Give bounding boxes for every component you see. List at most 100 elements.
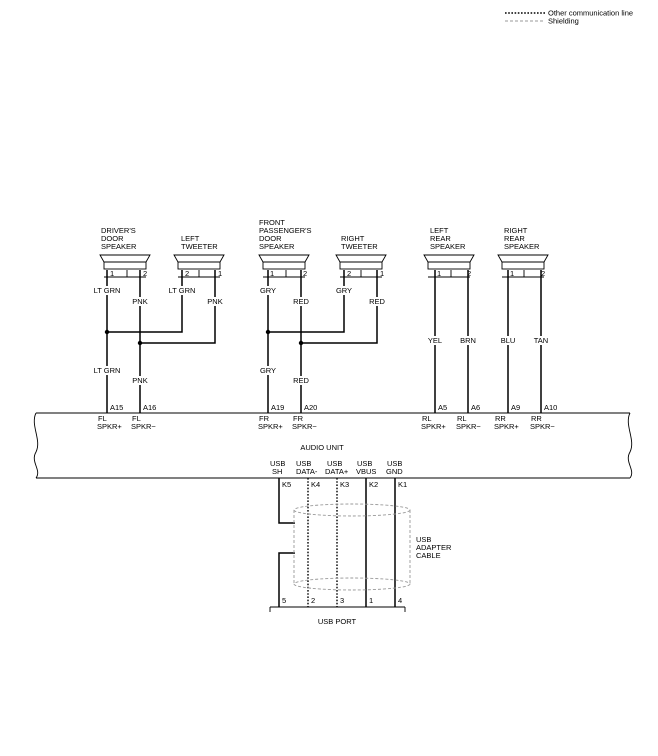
wire-color-label: PNK [132, 297, 147, 306]
wire-right-tweeter-minus [301, 270, 378, 344]
speaker-pin: 2 [541, 269, 545, 278]
usb-pin-labels: USB SH USB DATA- USB DATA+ USB VBUS USB … [270, 459, 403, 476]
audio-pin-label: RL [457, 414, 467, 423]
legend-shielding-label: Shielding [548, 17, 579, 26]
audio-pin-label: SPKR+ [97, 422, 122, 431]
usb-port-pin-number: 1 [369, 596, 373, 605]
wire-usb-shield-upper [278, 478, 295, 524]
audio-pin-label: RL [422, 414, 432, 423]
audio-pin-label: SPKR− [530, 422, 555, 431]
usb-port-title: USB PORT [318, 617, 357, 626]
wire-color-label: GRY [260, 286, 276, 295]
wire-color-label: PNK [132, 376, 147, 385]
wire-color-label: LT GRN [94, 286, 121, 295]
junction-dot [265, 329, 271, 335]
usb-pin-label: USB [270, 459, 285, 468]
speaker-pin: 1 [380, 269, 384, 278]
speaker-front-passenger-door-label-1: FRONT [259, 218, 285, 227]
usb-pin-numbers: K5 K4 K3 K2 K1 [282, 480, 407, 489]
usb-pin-number: K2 [369, 480, 378, 489]
usb-port-pin-number: 5 [282, 596, 286, 605]
wire-color-label: LT GRN [94, 366, 121, 375]
speaker-pin: 2 [143, 269, 147, 278]
wire-color-label: BLU [501, 336, 516, 345]
speaker-left-tweeter-icon [173, 254, 225, 278]
speaker-right-rear-icon [497, 254, 549, 278]
audio-pin-number: A15 [110, 403, 123, 412]
audio-pin-label: SPKR− [131, 422, 156, 431]
speaker-pin: 2 [347, 269, 351, 278]
usb-pin-number: K5 [282, 480, 291, 489]
speaker-pin: 1 [110, 269, 114, 278]
junction-dot [298, 340, 304, 346]
usb-pin-label: USB [387, 459, 402, 468]
speaker-pin-numbers: 1 2 2 1 1 2 2 1 1 2 1 2 [110, 269, 545, 278]
speaker-driver-door-label-3: SPEAKER [101, 242, 137, 251]
audio-pin-number: A10 [544, 403, 557, 412]
audio-pin-number: A20 [304, 403, 317, 412]
audio-pin-number: A5 [438, 403, 447, 412]
audio-pin-number: A6 [471, 403, 480, 412]
audio-pin-label: SPKR+ [421, 422, 446, 431]
usb-pin-label: GND [386, 467, 403, 476]
usb-pin-label: USB [327, 459, 342, 468]
usb-pin-number: K4 [311, 480, 320, 489]
usb-pin-label: SH [272, 467, 282, 476]
speaker-pin: 2 [467, 269, 471, 278]
audio-pin-label: RR [495, 414, 506, 423]
wire-color-label: GRY [260, 366, 276, 375]
speaker-front-passenger-door-label-3: DOOR [259, 234, 282, 243]
wire-color-labels-lower: LT GRN PNK GRY RED YEL BRN BLU TAN [92, 336, 551, 385]
speaker-right-rear-label-2: REAR [504, 234, 525, 243]
speaker-pin: 1 [437, 269, 441, 278]
audio-pin-label: SPKR+ [494, 422, 519, 431]
audio-pin-number: A19 [271, 403, 284, 412]
usb-cable-label: USB ADAPTER CABLE [416, 535, 452, 560]
wire-color-label: TAN [534, 336, 548, 345]
usb-port-pin-number: 4 [398, 596, 402, 605]
usb-cable-label-line: CABLE [416, 551, 441, 560]
speaker-right-tweeter-icon [335, 254, 387, 278]
speaker-left-rear-label-2: REAR [430, 234, 451, 243]
wire-color-labels-upper: LT GRN PNK LT GRN PNK GRY RED GRY RED [92, 286, 387, 306]
legend-communication-label: Other communication line [548, 9, 633, 18]
speaker-right-rear-label-1: RIGHT [504, 226, 528, 235]
speaker-pin: 2 [185, 269, 189, 278]
audio-pin-label: FL [98, 414, 107, 423]
junction-dot [137, 340, 143, 346]
speaker-left-rear-label-3: SPEAKER [430, 242, 466, 251]
audio-pin-label: SPKR− [292, 422, 317, 431]
speaker-driver-door-icon [99, 254, 151, 278]
audio-unit-box [33, 412, 633, 479]
speaker-left-tweeter-label-1: LEFT [181, 234, 200, 243]
wire-color-label: GRY [336, 286, 352, 295]
speaker-pin: 1 [510, 269, 514, 278]
usb-port-pin-number: 2 [311, 596, 315, 605]
wire-color-label: PNK [207, 297, 222, 306]
speaker-pin: 2 [303, 269, 307, 278]
speaker-left-rear-label-1: LEFT [430, 226, 449, 235]
usb-wires [278, 478, 396, 607]
audio-pin-label: RR [531, 414, 542, 423]
wire-usb-shield-lower [278, 552, 295, 607]
junctions [104, 329, 304, 346]
speaker-driver-door-label-2: DOOR [101, 234, 124, 243]
speaker-front-passenger-door-label-4: SPEAKER [259, 242, 295, 251]
speaker-right-tweeter-label-2: TWEETER [341, 242, 378, 251]
speaker-left-tweeter-label-2: TWEETER [181, 242, 218, 251]
usb-port-pin-number: 3 [340, 596, 344, 605]
wire-color-label: LT GRN [169, 286, 196, 295]
audio-unit-pin-labels: FL SPKR+ FL SPKR− FR SPKR+ FR SPKR− RL S… [97, 414, 555, 431]
legend: Other communication line Shielding [505, 9, 633, 26]
speaker-pin: 1 [218, 269, 222, 278]
usb-port: 5 2 3 1 4 USB PORT [269, 596, 406, 626]
audio-pin-label: SPKR+ [258, 422, 283, 431]
junction-dot [104, 329, 110, 335]
audio-pin-number: A9 [511, 403, 520, 412]
wire-color-label: RED [369, 297, 385, 306]
usb-pin-label: DATA- [296, 467, 318, 476]
audio-pin-number: A16 [143, 403, 156, 412]
usb-pin-number: K1 [398, 480, 407, 489]
audio-pin-label: FR [259, 414, 270, 423]
